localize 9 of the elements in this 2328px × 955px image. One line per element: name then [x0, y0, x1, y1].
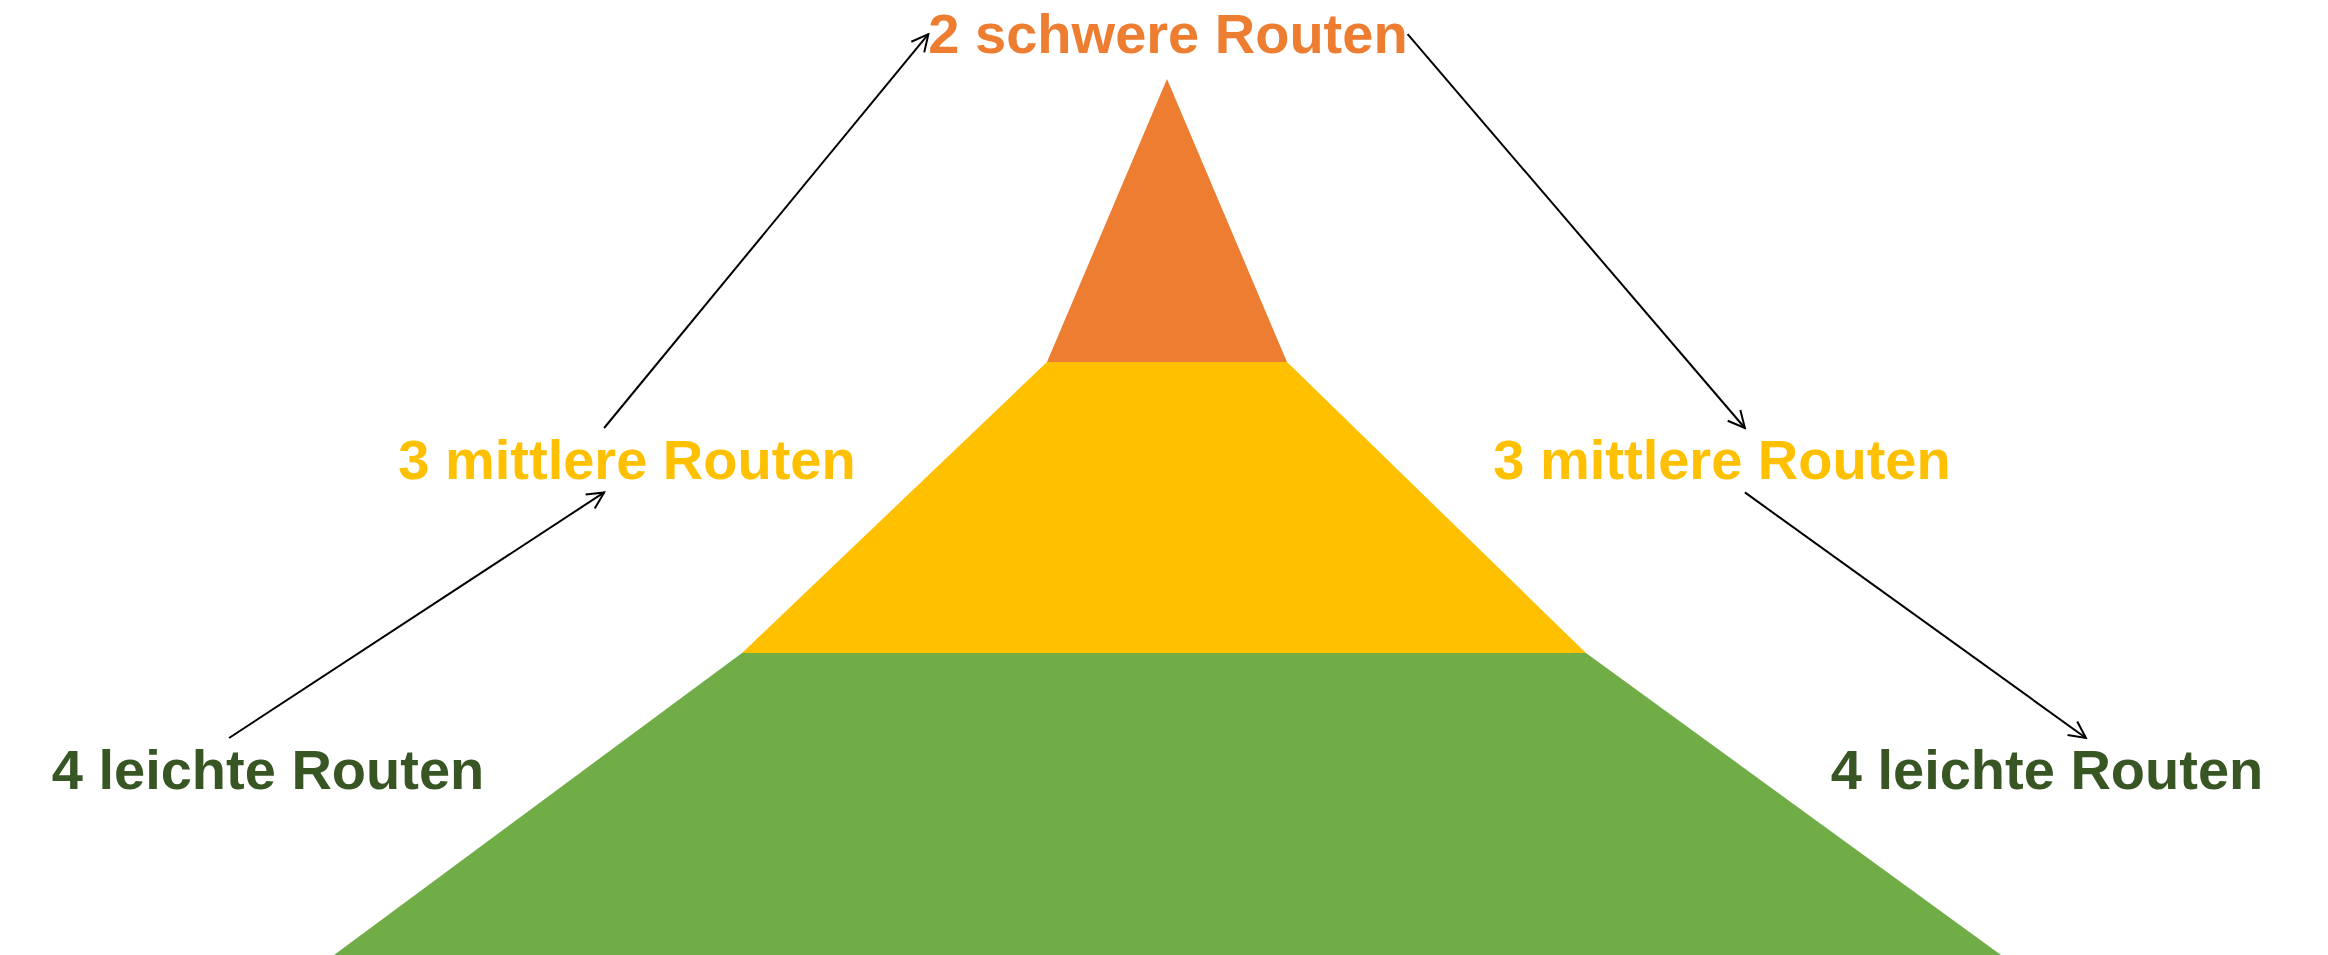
tier-label: 3 mittlere Routen — [1493, 428, 1951, 493]
tier-label: 2 schwere Routen — [928, 2, 1408, 67]
tier-label: 4 leichte Routen — [51, 738, 485, 803]
arrow — [1406, 33, 1746, 429]
tier-label: 4 leichte Routen — [1830, 738, 2264, 803]
arrow — [1743, 491, 2087, 739]
arrow — [228, 491, 606, 739]
arrow — [603, 33, 930, 429]
tier-label: 3 mittlere Routen — [398, 428, 856, 493]
